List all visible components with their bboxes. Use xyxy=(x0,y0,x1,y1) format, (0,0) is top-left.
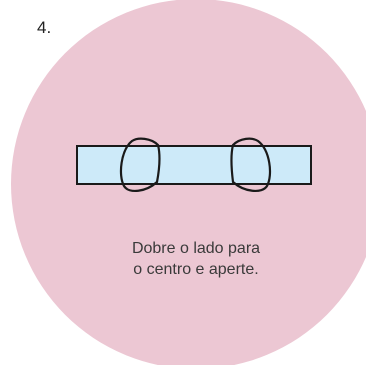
right-loop-icon xyxy=(230,137,272,192)
step-number: 4. xyxy=(37,18,52,37)
paper-strip-icon xyxy=(76,145,312,185)
left-loop-icon xyxy=(119,137,161,192)
caption-line-2: o centro e aperte. xyxy=(133,261,259,278)
caption-line-1: Dobre o lado para xyxy=(131,240,261,257)
instruction-caption: Dobre o lado para o centro e aperte. xyxy=(0,238,366,280)
